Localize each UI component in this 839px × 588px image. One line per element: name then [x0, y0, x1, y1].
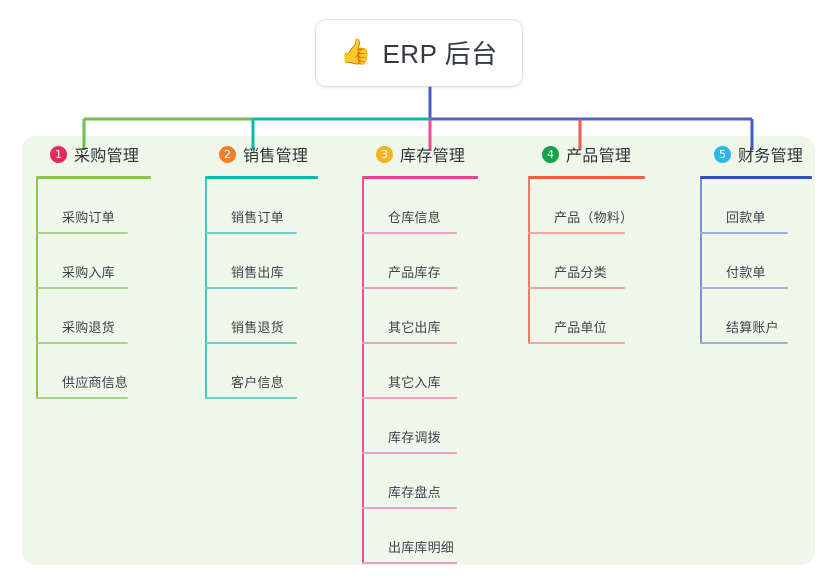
- leaf-spine-1: [36, 179, 38, 399]
- leaf-rule: [205, 342, 297, 344]
- root-node[interactable]: 👍 ERP 后台: [316, 20, 522, 86]
- leaf-label: 结算账户: [726, 320, 779, 335]
- leaf-rule: [362, 287, 457, 289]
- leaf-label: 库存盘点: [388, 485, 441, 500]
- branch-rule-4: [528, 176, 645, 179]
- branch-rule-2: [205, 176, 318, 179]
- leaf-rule: [700, 232, 788, 234]
- branch-header-4[interactable]: 4 产品管理: [528, 142, 631, 166]
- leaf-rule: [36, 342, 128, 344]
- leaf-label: 采购退货: [62, 320, 115, 335]
- branch-title-1: 采购管理: [74, 148, 140, 165]
- branch-badge-1: 1: [50, 145, 67, 163]
- leaf-rule: [362, 452, 457, 454]
- leaf-rule: [528, 342, 625, 344]
- leaf-label: 采购订单: [62, 210, 115, 225]
- branch-column-3: 3 库存管理仓库信息产品库存其它出库其它入库库存调拨库存盘点出库库明细: [362, 142, 478, 564]
- branch-header-5[interactable]: 5 财务管理: [700, 142, 803, 166]
- leaf-rule: [700, 342, 788, 344]
- leaf-label: 仓库信息: [388, 210, 441, 225]
- leaf-spine-2: [205, 179, 207, 399]
- leaf-rule: [362, 397, 457, 399]
- leaf-label: 产品分类: [554, 265, 607, 280]
- leaf-spine-5: [700, 179, 702, 344]
- leaf-rule: [700, 287, 788, 289]
- branch-badge-3: 3: [376, 145, 393, 163]
- branch-column-1: 1 采购管理采购订单采购入库采购退货供应商信息: [36, 142, 151, 399]
- leaf-label: 出库库明细: [388, 540, 455, 555]
- branch-column-5: 5 财务管理回款单付款单结算账户: [700, 142, 812, 344]
- branch-column-4: 4 产品管理产品（物料） 产品分类产品单位: [528, 142, 645, 344]
- branch-rule-5: [700, 176, 812, 179]
- branch-title-4: 产品管理: [566, 148, 632, 165]
- leaf-rule: [36, 397, 128, 399]
- leaf-rule: [205, 232, 297, 234]
- leaf-label: 销售订单: [231, 210, 284, 225]
- leaf-spine-3: [362, 179, 364, 564]
- leaf-label: 库存调拨: [388, 430, 441, 445]
- leaf-rule: [362, 232, 457, 234]
- leaf-label: 客户信息: [231, 375, 284, 390]
- leaf-label: 其它出库: [388, 320, 441, 335]
- leaf-label: 销售出库: [231, 265, 284, 280]
- leaf-rule: [205, 287, 297, 289]
- leaf-label: 产品库存: [388, 265, 441, 280]
- branch-badge-5: 5: [714, 145, 731, 163]
- leaf-rule: [36, 287, 128, 289]
- leaf-rule: [205, 397, 297, 399]
- branch-header-2[interactable]: 2 销售管理: [205, 142, 308, 166]
- leaf-rule: [528, 232, 625, 234]
- leaf-label: 付款单: [726, 265, 766, 280]
- branch-title-2: 销售管理: [243, 148, 309, 165]
- leaf-rule: [528, 287, 625, 289]
- branch-column-2: 2 销售管理销售订单销售出库销售退货客户信息: [205, 142, 318, 399]
- branch-badge-4: 4: [542, 145, 559, 163]
- leaf-rule: [36, 232, 128, 234]
- leaf-label: 其它入库: [388, 375, 441, 390]
- branch-title-3: 库存管理: [400, 148, 466, 165]
- leaf-label: 供应商信息: [62, 375, 129, 390]
- thumbs-up-icon: 👍: [340, 37, 372, 66]
- leaf-label: 采购入库: [62, 265, 115, 280]
- branch-title-5: 财务管理: [738, 148, 804, 165]
- leaf-spine-4: [528, 179, 530, 344]
- leaf-label: 产品单位: [554, 320, 607, 335]
- root-node-content: 👍 ERP 后台: [340, 34, 497, 71]
- leaf-rule: [362, 342, 457, 344]
- branch-header-1[interactable]: 1 采购管理: [36, 142, 139, 166]
- branch-badge-2: 2: [219, 145, 236, 163]
- leaf-label: 销售退货: [231, 320, 284, 335]
- root-title: ERP 后台: [382, 38, 498, 69]
- leaf-rule: [362, 562, 457, 564]
- leaf-rule: [362, 507, 457, 509]
- branch-background-panel: [22, 136, 815, 565]
- branch-rule-3: [362, 176, 478, 179]
- leaf-label: 回款单: [726, 210, 766, 225]
- branch-header-3[interactable]: 3 库存管理: [362, 142, 465, 166]
- branch-rule-1: [36, 176, 151, 179]
- leaf-label: 产品（物料）: [554, 210, 634, 225]
